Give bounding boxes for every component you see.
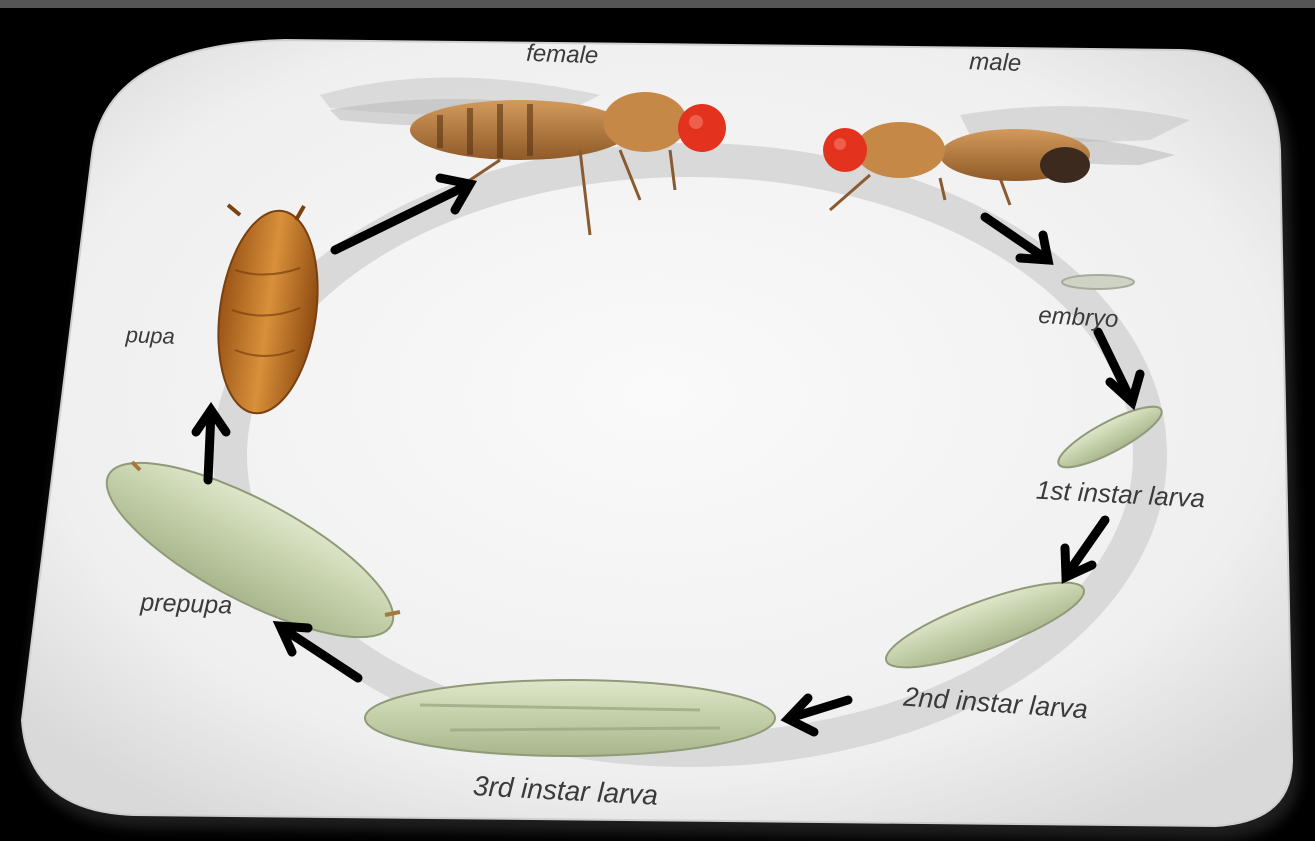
label-female: female xyxy=(526,40,599,69)
embryo-image xyxy=(1062,275,1134,289)
label-male: male xyxy=(969,48,1022,77)
label-embryo: embryo xyxy=(1038,302,1119,333)
third-instar-larva-image xyxy=(365,680,775,756)
label-pupa: pupa xyxy=(124,322,175,349)
label-prepupa: prepupa xyxy=(139,588,233,619)
